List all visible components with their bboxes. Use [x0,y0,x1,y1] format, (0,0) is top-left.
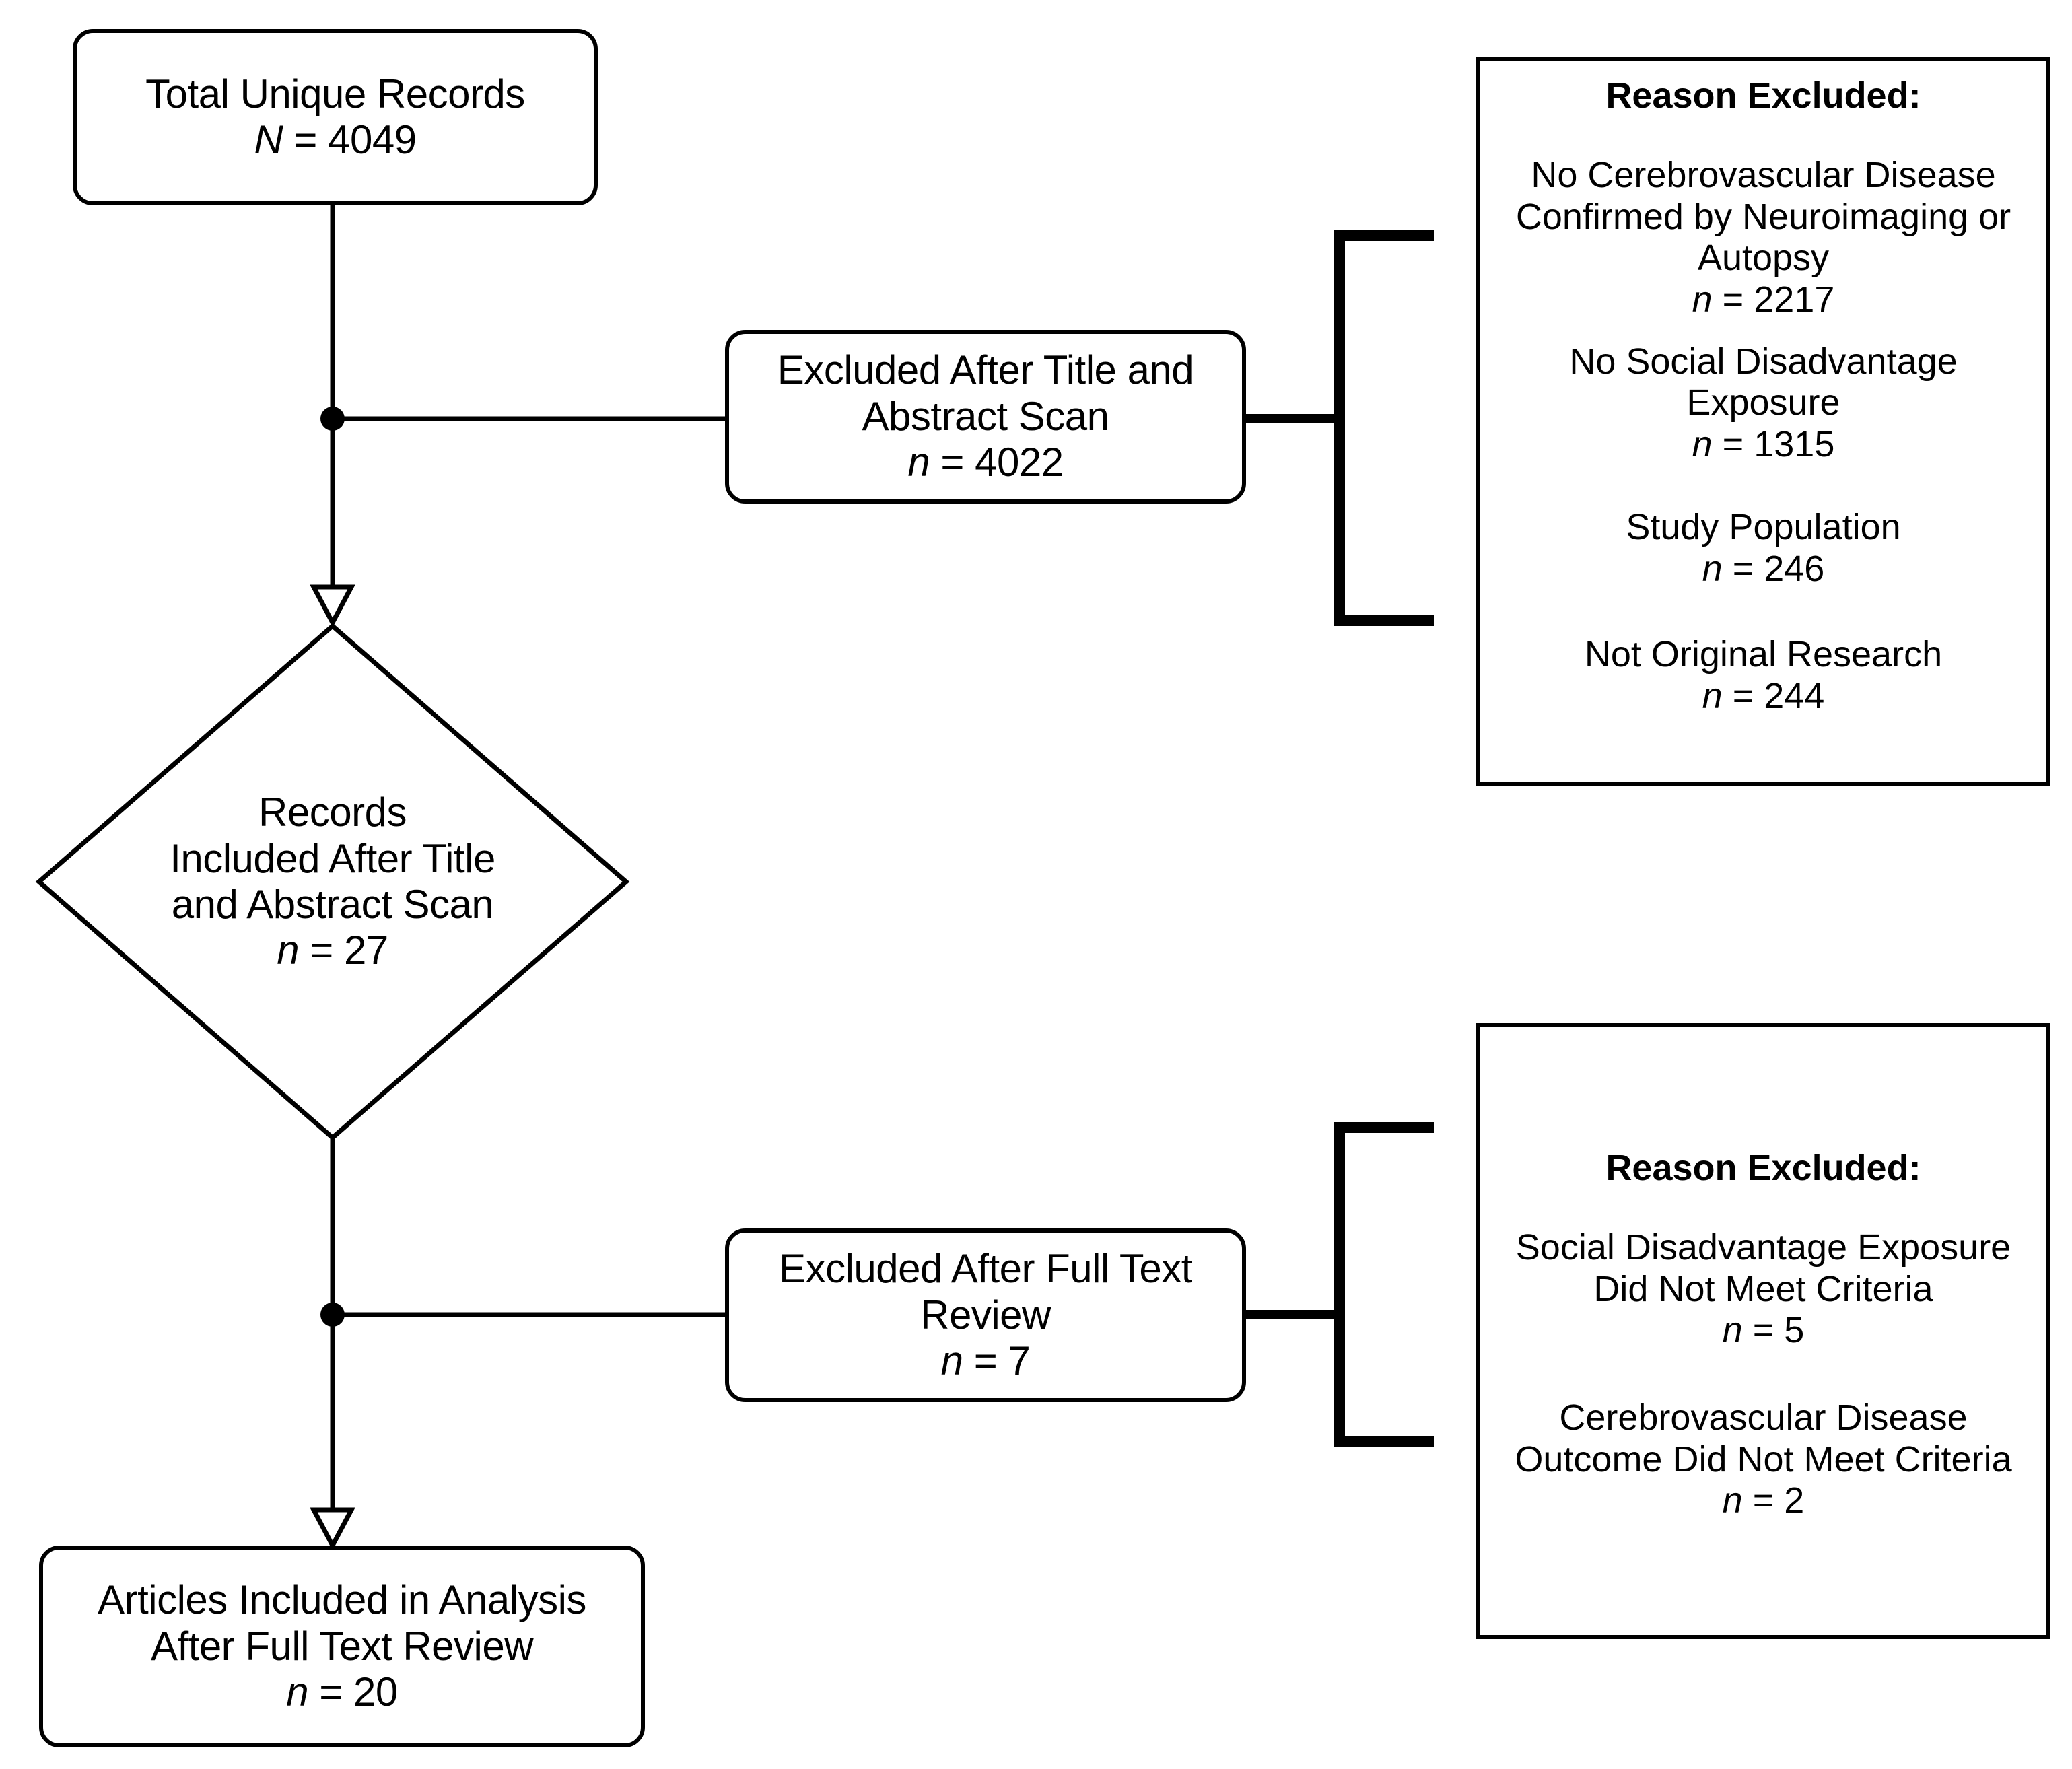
reason-value: 2217 [1754,279,1835,320]
value-total-records: 4049 [328,117,417,162]
symbol-n: n [907,440,930,485]
node-excluded-fulltext-line2: Review [920,1292,1051,1338]
equals-sign: = [1712,423,1754,464]
reason-value: 1315 [1754,423,1835,464]
symbol-n: n [277,928,300,973]
node-excluded-fulltext-count: n = 7 [941,1338,1031,1384]
value-excluded-fulltext: 7 [1008,1338,1031,1384]
symbol-n: n [1692,279,1713,320]
value-records-included: 27 [344,928,388,973]
equals-sign: = [1712,279,1754,320]
node-records-included-line2: Included After Title [170,835,495,881]
symbol-n: n [1692,423,1713,464]
node-records-included-line1: Records [258,790,407,835]
reason-excluded-box-bottom[interactable]: Reason Excluded: Social Disadvantage Exp… [1476,1023,2050,1639]
reason-line: Social Disadvantage Exposure [1515,1227,2011,1268]
node-excluded-title-abstract[interactable]: Excluded After Title and Abstract Scan n… [725,330,1246,504]
reason-value: 246 [1764,548,1825,589]
symbol-n: n [1702,675,1723,716]
node-excluded-full-text[interactable]: Excluded After Full Text Review n = 7 [725,1228,1246,1402]
arrowhead-diamond [310,584,355,628]
reason-line: Autopsy [1697,238,1830,279]
node-total-unique-records[interactable]: Total Unique Records N = 4049 [73,29,598,205]
bracket-top [1334,230,1434,626]
reason-line: No Social Disadvantage [1569,341,1958,382]
equals-sign: = [1742,1310,1785,1351]
reason-excluded-box-top[interactable]: Reason Excluded: No Cerebrovascular Dise… [1476,57,2050,786]
symbol-n: n [1722,1310,1743,1351]
reason-value: 5 [1784,1310,1805,1351]
node-articles-included[interactable]: Articles Included in Analysis After Full… [39,1546,645,1747]
reason-item: Social Disadvantage Exposure Did Not Mee… [1516,1227,2011,1352]
reason-line: Cerebrovascular Disease [1559,1397,1968,1438]
reason-line: Study Population [1626,507,1901,548]
symbol-n: n [940,1338,963,1384]
diamond-text-block: Records Included After Title and Abstrac… [39,626,626,1138]
reason-item: Cerebrovascular Disease Outcome Did Not … [1515,1397,2011,1522]
symbol-n: n [1702,548,1723,589]
reason-count: n = 244 [1585,676,1942,718]
value-excluded-title: 4022 [975,440,1064,485]
equals-sign: = [1742,1480,1785,1521]
node-records-included-count: n = 27 [277,928,388,973]
node-records-included-decision[interactable]: Records Included After Title and Abstrac… [39,626,626,1138]
node-excluded-title-line2: Abstract Scan [862,393,1109,439]
reason-value: 2 [1784,1480,1805,1521]
equals-sign: = [963,1338,1008,1384]
symbol-n: n [1722,1480,1743,1521]
equals-sign: = [1722,675,1764,716]
equals-sign: = [1722,548,1764,589]
bracket-bottom [1334,1122,1434,1447]
reason-item: No Social Disadvantage Exposure n = 1315 [1569,341,1957,466]
symbol-N: N [254,117,283,162]
node-records-included-line3: and Abstract Scan [171,882,494,927]
reason-item: Not Original Research n = 244 [1585,634,1942,717]
reason-line: Not Original Research [1584,634,1943,675]
reason-value: 244 [1764,675,1825,716]
reason-count: n = 246 [1626,549,1900,590]
reason-count: n = 2 [1515,1480,2011,1522]
reason-count: n = 1315 [1569,424,1957,466]
value-articles-included: 20 [353,1669,398,1715]
reason-count: n = 2217 [1516,279,2011,321]
equals-sign: = [299,928,344,973]
reason-box-bottom-heading: Reason Excluded: [1605,1148,1921,1188]
arrowhead-final [310,1507,355,1551]
reason-line: Exposure [1686,382,1840,423]
node-excluded-title-count: n = 4022 [907,440,1064,485]
junction-dot-top [320,407,345,431]
equals-sign: = [283,117,329,162]
junction-dot-bottom [320,1303,345,1327]
reason-line: Confirmed by Neuroimaging or [1515,196,2011,237]
reason-count: n = 5 [1516,1310,2011,1352]
reason-item: Study Population n = 246 [1626,507,1900,590]
reason-line: Did Not Meet Criteria [1593,1268,1933,1309]
node-articles-included-line1: Articles Included in Analysis [98,1577,586,1623]
node-excluded-title-line1: Excluded After Title and [777,347,1194,393]
node-articles-included-count: n = 20 [286,1669,398,1715]
equals-sign: = [308,1669,353,1715]
reason-item: No Cerebrovascular Disease Confirmed by … [1516,155,2011,320]
node-excluded-fulltext-line1: Excluded After Full Text [779,1246,1192,1292]
node-total-records-count: N = 4049 [254,117,417,163]
node-articles-included-line2: After Full Text Review [150,1623,534,1669]
symbol-n: n [286,1669,309,1715]
reason-line: Outcome Did Not Meet Criteria [1515,1438,2012,1480]
reason-line: No Cerebrovascular Disease [1531,155,1996,196]
reason-box-top-heading: Reason Excluded: [1605,75,1921,116]
node-total-records-line1: Total Unique Records [145,71,525,116]
equals-sign: = [930,440,975,485]
